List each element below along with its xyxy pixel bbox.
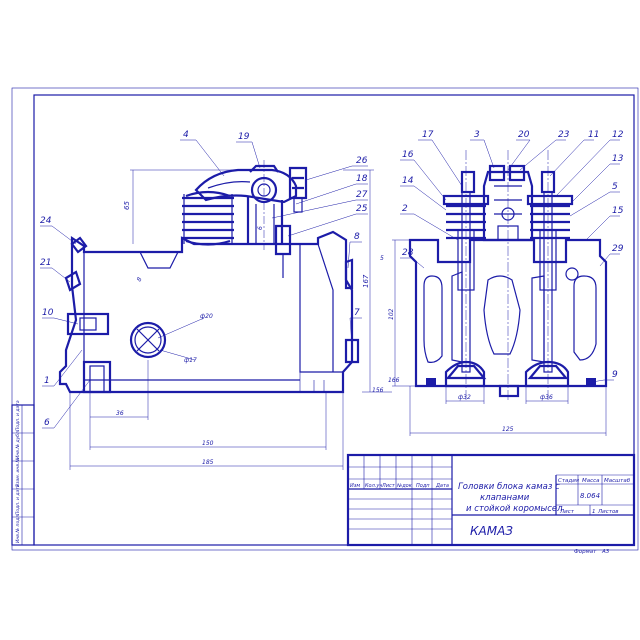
title-line-2: клапанами <box>480 493 530 503</box>
cross-section-view <box>392 150 608 436</box>
title-block: Изм Кол.уч Лист №док Подп Дата Головки б… <box>346 453 636 547</box>
dim-150: 150 <box>202 440 214 447</box>
dim-65: 65 <box>123 201 131 210</box>
dim-166: 166 <box>388 377 400 384</box>
format-label: Формат <box>574 549 597 555</box>
col-stage: Стадия <box>558 478 580 484</box>
dim-phi20: ф20 <box>200 313 213 320</box>
header-ndok: №док <box>396 483 412 489</box>
left-dimension-labels: 65 8 6 167 ф20 ф17 156 36 150 185 <box>116 201 384 466</box>
callout-8: 8 <box>354 232 360 242</box>
product-name: КАМАЗ <box>470 524 513 538</box>
side-view <box>58 160 392 470</box>
header-izm: Изм <box>350 483 360 489</box>
callout-5: 5 <box>612 182 618 192</box>
sheet-label: Лист <box>559 509 575 515</box>
callout-6: 6 <box>44 418 50 428</box>
sheet-edge <box>11 87 639 551</box>
sheets-value: 1 <box>592 509 596 515</box>
callout-9: 9 <box>612 370 618 380</box>
side-stamp: Инв.№ подл. Подп. и дата Взам. инв.№ Инв… <box>11 400 35 546</box>
dim-167: 167 <box>362 274 370 288</box>
dim-156: 156 <box>372 387 384 394</box>
callout-19: 19 <box>238 132 250 142</box>
callout-24: 24 <box>40 216 52 226</box>
callout-18: 18 <box>356 174 368 184</box>
callout-14: 14 <box>402 176 414 186</box>
stamp-inv-dubl: Инв.№ дубл. <box>15 430 21 459</box>
callout-12: 12 <box>612 130 624 140</box>
header-list: Лист <box>381 483 396 489</box>
callout-23: 23 <box>558 130 570 140</box>
callout-1: 1 <box>44 376 50 386</box>
right-leaders <box>400 139 620 383</box>
dim-phi32: ф32 <box>458 394 471 401</box>
left-leaders <box>40 139 368 429</box>
dim-8: 8 <box>136 276 144 283</box>
right-dimension-labels: ф32 ф36 125 102 166 5 <box>380 255 553 433</box>
col-scale: Масштаб <box>604 478 631 484</box>
stamp-sign-date-1: Подп. и дата <box>15 484 21 515</box>
callout-16: 16 <box>402 150 414 160</box>
callout-2: 2 <box>402 204 408 214</box>
dim-102: 102 <box>388 308 395 320</box>
stamp-vzam-inv: Взам. инв.№ <box>15 458 21 487</box>
callout-20: 20 <box>518 130 530 140</box>
sheets-label: Листов <box>597 509 619 515</box>
callout-7: 7 <box>354 308 360 318</box>
callout-26: 26 <box>356 156 368 166</box>
mass-value: 8.064 <box>580 492 600 500</box>
callout-21: 21 <box>40 258 51 268</box>
col-mass: Масса <box>582 478 600 484</box>
format-value: А3 <box>601 549 610 555</box>
callout-27: 27 <box>356 190 368 200</box>
stamp-sign-date-2: Подп. и дата <box>15 400 21 431</box>
dim-185: 185 <box>202 459 214 466</box>
callout-29: 29 <box>612 244 624 254</box>
dim-phi36: ф36 <box>540 394 553 401</box>
callout-11: 11 <box>588 130 599 140</box>
dim-phi17: ф17 <box>184 357 197 364</box>
callout-28: 28 <box>402 248 414 258</box>
drawing-frame <box>33 94 635 546</box>
callout-15: 15 <box>612 206 624 216</box>
right-callouts: 17 3 20 23 11 12 16 13 14 5 2 15 28 29 9 <box>402 130 624 380</box>
callout-4: 4 <box>183 130 189 140</box>
dim-6: 6 <box>257 226 264 230</box>
callout-17: 17 <box>422 130 434 140</box>
left-callouts: 4 19 26 18 27 25 8 7 24 21 10 1 6 <box>40 130 368 428</box>
stamp-inv-podl: Инв.№ подл. <box>15 513 21 543</box>
dim-125: 125 <box>502 426 514 433</box>
dim-5: 5 <box>380 255 384 262</box>
callout-3: 3 <box>474 130 480 140</box>
header-data: Дата <box>435 483 449 489</box>
header-podp: Подп <box>416 483 430 489</box>
header-kol-uch: Кол.уч <box>365 483 382 489</box>
dim-36: 36 <box>116 410 124 417</box>
callout-25: 25 <box>356 204 368 214</box>
format-note: Формат А3 <box>574 549 610 555</box>
title-line-1: Головки блока камаз с <box>458 482 560 492</box>
callout-10: 10 <box>42 308 54 318</box>
callout-13: 13 <box>612 154 624 164</box>
title-line-3: и стойкой коромысел <box>466 504 563 514</box>
